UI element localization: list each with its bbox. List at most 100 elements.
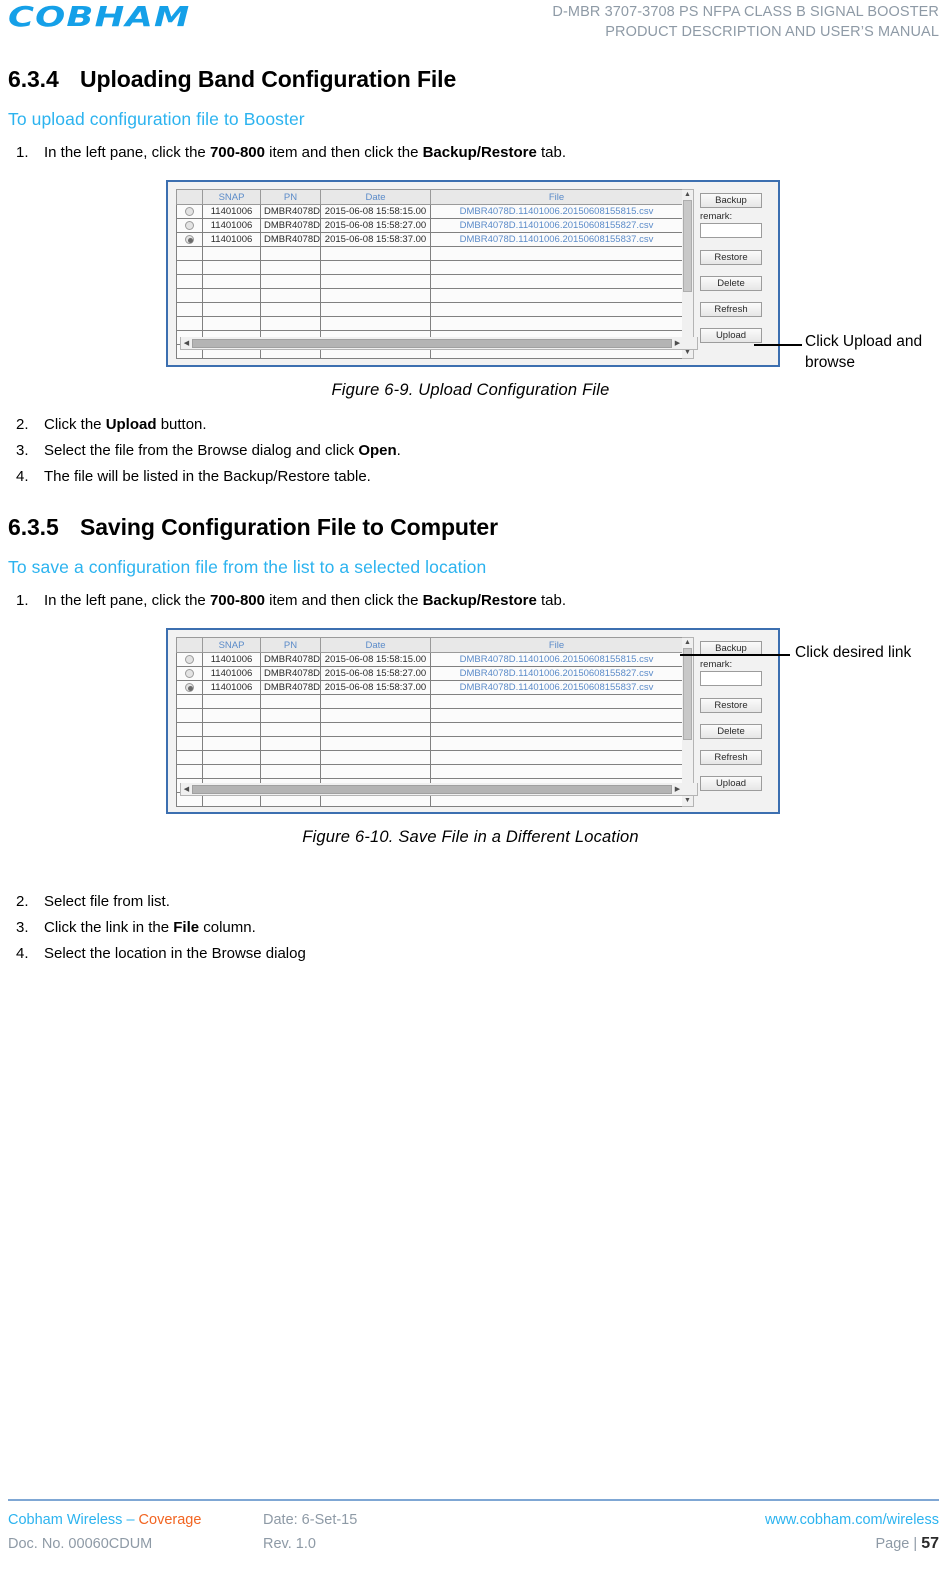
cell-empty — [430, 750, 683, 765]
vertical-scrollbar[interactable]: ▲ ▼ — [682, 189, 694, 359]
scroll-down-icon[interactable]: ▼ — [684, 797, 691, 804]
table-row-empty[interactable] — [176, 750, 683, 765]
restore-button[interactable]: Restore — [700, 250, 762, 265]
cell-empty — [430, 260, 683, 275]
table-row-empty[interactable] — [176, 246, 683, 261]
cell-pn: DMBR4078D — [260, 232, 321, 247]
row-select-cell[interactable] — [176, 666, 203, 681]
row-select-cell[interactable] — [176, 680, 203, 695]
scroll-up-icon[interactable]: ▲ — [684, 639, 691, 646]
scroll-left-icon[interactable]: ◀ — [183, 340, 190, 347]
col-header-file[interactable]: File — [430, 189, 683, 205]
table-row-empty[interactable] — [176, 260, 683, 275]
list-marker: 3. — [16, 919, 29, 936]
cell-empty — [260, 722, 321, 737]
table-row-empty[interactable] — [176, 316, 683, 331]
radio-button-icon[interactable] — [185, 234, 194, 244]
col-header-date[interactable]: Date — [320, 637, 431, 653]
footer-dash: – — [126, 1512, 139, 1528]
radio-button-icon[interactable] — [185, 220, 194, 230]
table-row-empty[interactable] — [176, 302, 683, 317]
steps-after-fig-610: 2. Select file from list. 3. Click the l… — [8, 889, 933, 967]
cell-pn: DMBR4078D — [260, 652, 321, 667]
hscroll-thumb[interactable] — [192, 784, 672, 794]
cell-empty — [202, 694, 261, 709]
table-row-empty[interactable] — [176, 274, 683, 289]
upload-button[interactable]: Upload — [700, 328, 762, 343]
scroll-up-icon[interactable]: ▲ — [684, 191, 691, 198]
remark-input[interactable] — [700, 671, 762, 686]
col-header-select[interactable] — [176, 189, 203, 205]
delete-button[interactable]: Delete — [700, 276, 762, 291]
refresh-button[interactable]: Refresh — [700, 750, 762, 765]
callout-leader-line-1 — [754, 344, 802, 346]
radio-button-icon[interactable] — [185, 668, 194, 678]
table-row-empty[interactable] — [176, 694, 683, 709]
scroll-down-icon[interactable]: ▼ — [684, 349, 691, 356]
footer-coverage: Coverage — [138, 1512, 202, 1528]
table-row-empty[interactable] — [176, 736, 683, 751]
row-select-cell[interactable] — [176, 218, 203, 233]
table-row-empty[interactable] — [176, 708, 683, 723]
table-row-empty[interactable] — [176, 288, 683, 303]
footer-rev: Rev. 1.0 — [263, 1536, 316, 1552]
cell-empty — [320, 736, 431, 751]
delete-button[interactable]: Delete — [700, 724, 762, 739]
footer-website-link[interactable]: www.cobham.com/wireless — [764, 1512, 939, 1528]
col-header-select[interactable] — [176, 637, 203, 653]
footer-doc-no: Doc. No. 00060CDUM — [8, 1536, 153, 1552]
section-number: 6.3.4 — [8, 66, 59, 92]
col-header-date[interactable]: Date — [320, 189, 431, 205]
scroll-left-icon[interactable]: ◀ — [183, 786, 190, 793]
remark-input[interactable] — [700, 223, 762, 238]
cell-empty — [320, 316, 431, 331]
cell-file[interactable]: DMBR4078D.11401006.20150608155815.csv — [430, 204, 683, 219]
col-header-snap[interactable]: SNAP — [202, 637, 261, 653]
scroll-right-icon[interactable]: ▶ — [674, 340, 681, 347]
refresh-button[interactable]: Refresh — [700, 302, 762, 317]
radio-button-icon[interactable] — [185, 206, 194, 216]
row-select-cell[interactable] — [176, 232, 203, 247]
horizontal-scrollbar[interactable]: ◀ ▶ — [180, 783, 698, 796]
page-header: COBHAM D-MBR 3707-3708 PS NFPA CLASS B S… — [0, 0, 947, 52]
cell-empty — [260, 260, 321, 275]
cell-file[interactable]: DMBR4078D.11401006.20150608155827.csv — [430, 666, 683, 681]
restore-button[interactable]: Restore — [700, 698, 762, 713]
scrollbar-thumb[interactable] — [683, 200, 692, 292]
cell-empty — [202, 302, 261, 317]
cell-file[interactable]: DMBR4078D.11401006.20150608155815.csv — [430, 652, 683, 667]
cell-empty — [320, 260, 431, 275]
table-row-empty[interactable] — [176, 764, 683, 779]
col-header-pn[interactable]: PN — [260, 637, 321, 653]
vertical-scrollbar[interactable]: ▲ ▼ — [682, 637, 694, 807]
list-text: Click the Upload button. — [44, 416, 207, 433]
list-item: 4. Select the location in the Browse dia… — [8, 941, 933, 967]
table-row-empty[interactable] — [176, 722, 683, 737]
row-select-cell[interactable] — [176, 652, 203, 667]
scroll-right-icon[interactable]: ▶ — [674, 786, 681, 793]
cell-file[interactable]: DMBR4078D.11401006.20150608155837.csv — [430, 232, 683, 247]
cell-snap: 11401006 — [202, 680, 261, 695]
scrollbar-thumb[interactable] — [683, 648, 692, 740]
upload-button[interactable]: Upload — [700, 776, 762, 791]
radio-button-icon[interactable] — [185, 682, 194, 692]
hscroll-thumb[interactable] — [192, 338, 672, 348]
row-select-cell[interactable] — [176, 204, 203, 219]
horizontal-scrollbar[interactable]: ◀ ▶ — [180, 337, 698, 350]
col-header-pn[interactable]: PN — [260, 189, 321, 205]
cell-empty — [260, 736, 321, 751]
radio-button-icon[interactable] — [185, 654, 194, 664]
col-header-file[interactable]: File — [430, 637, 683, 653]
list-marker: 1. — [16, 592, 29, 609]
cell-file[interactable]: DMBR4078D.11401006.20150608155827.csv — [430, 218, 683, 233]
cell-file[interactable]: DMBR4078D.11401006.20150608155837.csv — [430, 680, 683, 695]
col-header-snap[interactable]: SNAP — [202, 189, 261, 205]
backup-button[interactable]: Backup — [700, 193, 762, 208]
